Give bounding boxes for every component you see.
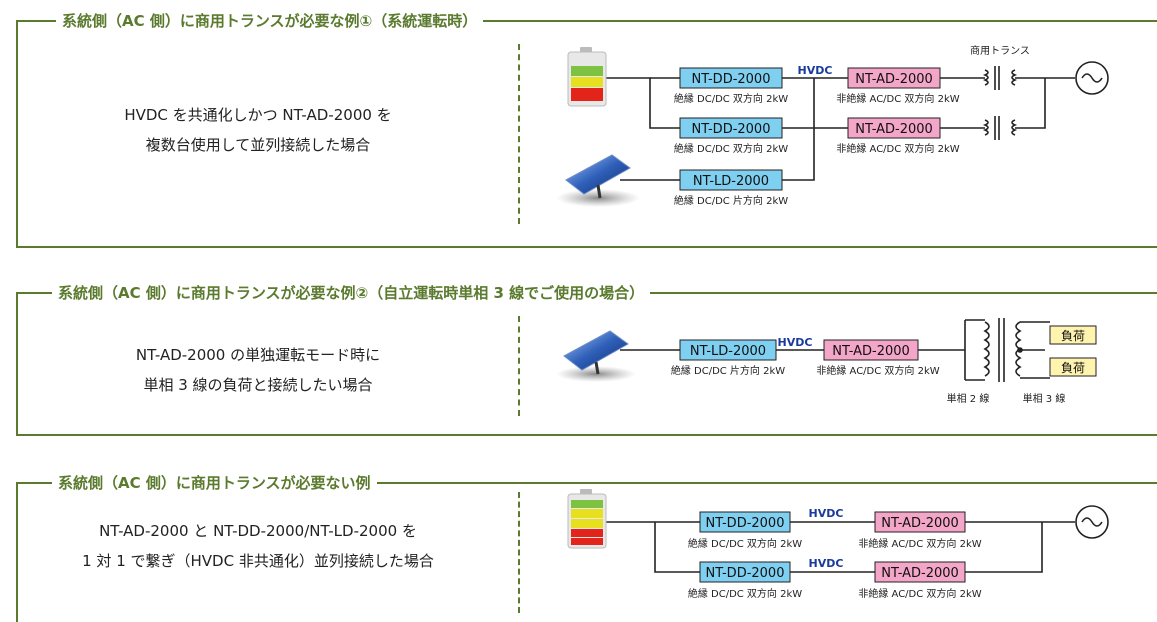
unit-label: NT-AD-2000 <box>855 72 933 87</box>
section-1-title: 系統側（AC 側）に商用トランスが必要な例①（系統運転時） <box>56 10 484 31</box>
unit-caption: 非絶縁 AC/DC 双方向 2kW <box>836 142 959 155</box>
solar-panel-icon <box>556 330 636 382</box>
section-1-frame <box>16 20 1157 248</box>
section-1-description: HVDC を共通化しかつ NT-AD-2000 を 複数台使用して並列接続した場… <box>18 100 498 160</box>
unit-nt-ld-2000: NT-LD-2000 絶縁 DC/DC 片方向 2kW <box>674 169 788 207</box>
unit-nt-ad-2000: NT-AD-2000 非絶縁 AC/DC 双方向 2kW <box>816 339 940 377</box>
transformer-label: 商用トランス <box>970 44 1030 57</box>
unit-nt-dd-2000-b: NT-DD-2000 絶縁 DC/DC 双方向 2kW <box>674 117 788 155</box>
ac-source-icon <box>1075 505 1109 539</box>
diagram-2 <box>620 319 1050 381</box>
unit-caption: 絶縁 DC/DC 片方向 2kW <box>674 194 788 207</box>
svg-text:負荷: 負荷 <box>1061 361 1085 375</box>
unit-nt-dd-2000-b: NT-DD-2000 絶縁 DC/DC 双方向 2kW <box>688 561 802 600</box>
unit-nt-ld-2000: NT-LD-2000 絶縁 DC/DC 片方向 2kW <box>671 339 785 377</box>
unit-label: NT-AD-2000 <box>855 122 933 137</box>
solar-panel-icon <box>556 154 640 207</box>
section-2-divider <box>518 316 520 416</box>
ac-source-icon <box>1075 61 1109 95</box>
unit-caption: 非絶縁 AC/DC 双方向 2kW <box>816 364 939 377</box>
load-box-1: 負荷 <box>1049 325 1097 345</box>
wire-label-3: 単相 3 線 <box>1023 392 1066 405</box>
section-2-desc-line-2: 単相 3 線の負荷と接続したい場合 <box>143 376 373 394</box>
section-1-divider <box>518 44 520 224</box>
unit-label: NT-DD-2000 <box>706 516 785 531</box>
unit-nt-ad-2000-a: NT-AD-2000 非絶縁 AC/DC 双方向 2kW <box>858 511 982 550</box>
unit-caption: 非絶縁 AC/DC 双方向 2kW <box>858 587 981 600</box>
section-3-title-rule <box>16 482 1157 484</box>
hvdc-label: HVDC <box>809 557 844 570</box>
section-3-divider <box>518 492 520 613</box>
hvdc-label: HVDC <box>798 64 833 77</box>
diagram-1 <box>606 77 1075 181</box>
svg-text:負荷: 負荷 <box>1061 329 1085 343</box>
battery-icon <box>567 489 607 549</box>
unit-label: NT-LD-2000 <box>690 344 766 359</box>
section-1-desc-line-2: 複数台使用して並列接続した場合 <box>145 136 371 154</box>
transformer-icon <box>982 66 1018 90</box>
unit-caption: 非絶縁 AC/DC 双方向 2kW <box>858 537 981 550</box>
section-2-desc-line-1: NT-AD-2000 の単独運転モード時に <box>135 346 381 364</box>
unit-nt-ad-2000-b: NT-AD-2000 非絶縁 AC/DC 双方向 2kW <box>858 561 982 600</box>
section-1-title-rule <box>16 20 1157 22</box>
section-2-description: NT-AD-2000 の単独運転モード時に 単相 3 線の負荷と接続したい場合 <box>18 340 498 400</box>
unit-caption: 絶縁 DC/DC 片方向 2kW <box>671 364 785 377</box>
unit-caption: 絶縁 DC/DC 双方向 2kW <box>674 92 788 105</box>
section-2-title: 系統側（AC 側）に商用トランスが必要な例②（自立運転時単相 3 線でご使用の場… <box>52 282 651 303</box>
unit-label: NT-DD-2000 <box>706 566 785 581</box>
unit-caption: 絶縁 DC/DC 双方向 2kW <box>688 537 802 550</box>
section-3-title: 系統側（AC 側）に商用トランスが必要ない例 <box>52 472 377 493</box>
unit-nt-dd-2000-a: NT-DD-2000 絶縁 DC/DC 双方向 2kW <box>688 511 802 550</box>
unit-caption: 絶縁 DC/DC 双方向 2kW <box>674 142 788 155</box>
section-3-desc-line-1: NT-AD-2000 と NT-DD-2000/NT-LD-2000 を <box>99 522 417 540</box>
unit-label: NT-AD-2000 <box>881 566 959 581</box>
section-1-desc-line-1: HVDC を共通化しかつ NT-AD-2000 を <box>124 106 392 124</box>
unit-label: NT-DD-2000 <box>692 72 771 87</box>
section-2-frame <box>16 292 1157 436</box>
unit-nt-dd-2000-a: NT-DD-2000 絶縁 DC/DC 双方向 2kW <box>674 67 788 105</box>
transformer-icon <box>982 116 1018 140</box>
unit-caption: 非絶縁 AC/DC 双方向 2kW <box>836 92 959 105</box>
wire-label-2: 単相 2 線 <box>947 392 990 405</box>
hvdc-label: HVDC <box>778 336 813 349</box>
unit-nt-ad-2000-a: NT-AD-2000 非絶縁 AC/DC 双方向 2kW <box>836 67 960 105</box>
unit-label: NT-DD-2000 <box>692 122 771 137</box>
load-box-2: 負荷 <box>1049 357 1097 377</box>
unit-nt-ad-2000-b: NT-AD-2000 非絶縁 AC/DC 双方向 2kW <box>836 117 960 155</box>
section-3-description: NT-AD-2000 と NT-DD-2000/NT-LD-2000 を 1 対… <box>18 516 498 576</box>
unit-label: NT-AD-2000 <box>881 516 959 531</box>
hvdc-label: HVDC <box>809 507 844 520</box>
transformer-icon <box>983 318 1023 382</box>
diagram-3 <box>606 521 1075 573</box>
unit-label: NT-LD-2000 <box>693 174 769 189</box>
section-3-desc-line-2: 1 対 1 で繋ぎ（HVDC 非共通化）並列接続した場合 <box>82 552 434 570</box>
battery-icon <box>567 47 607 107</box>
unit-caption: 絶縁 DC/DC 双方向 2kW <box>688 587 802 600</box>
unit-label: NT-AD-2000 <box>832 344 910 359</box>
section-3-frame <box>16 482 1157 622</box>
